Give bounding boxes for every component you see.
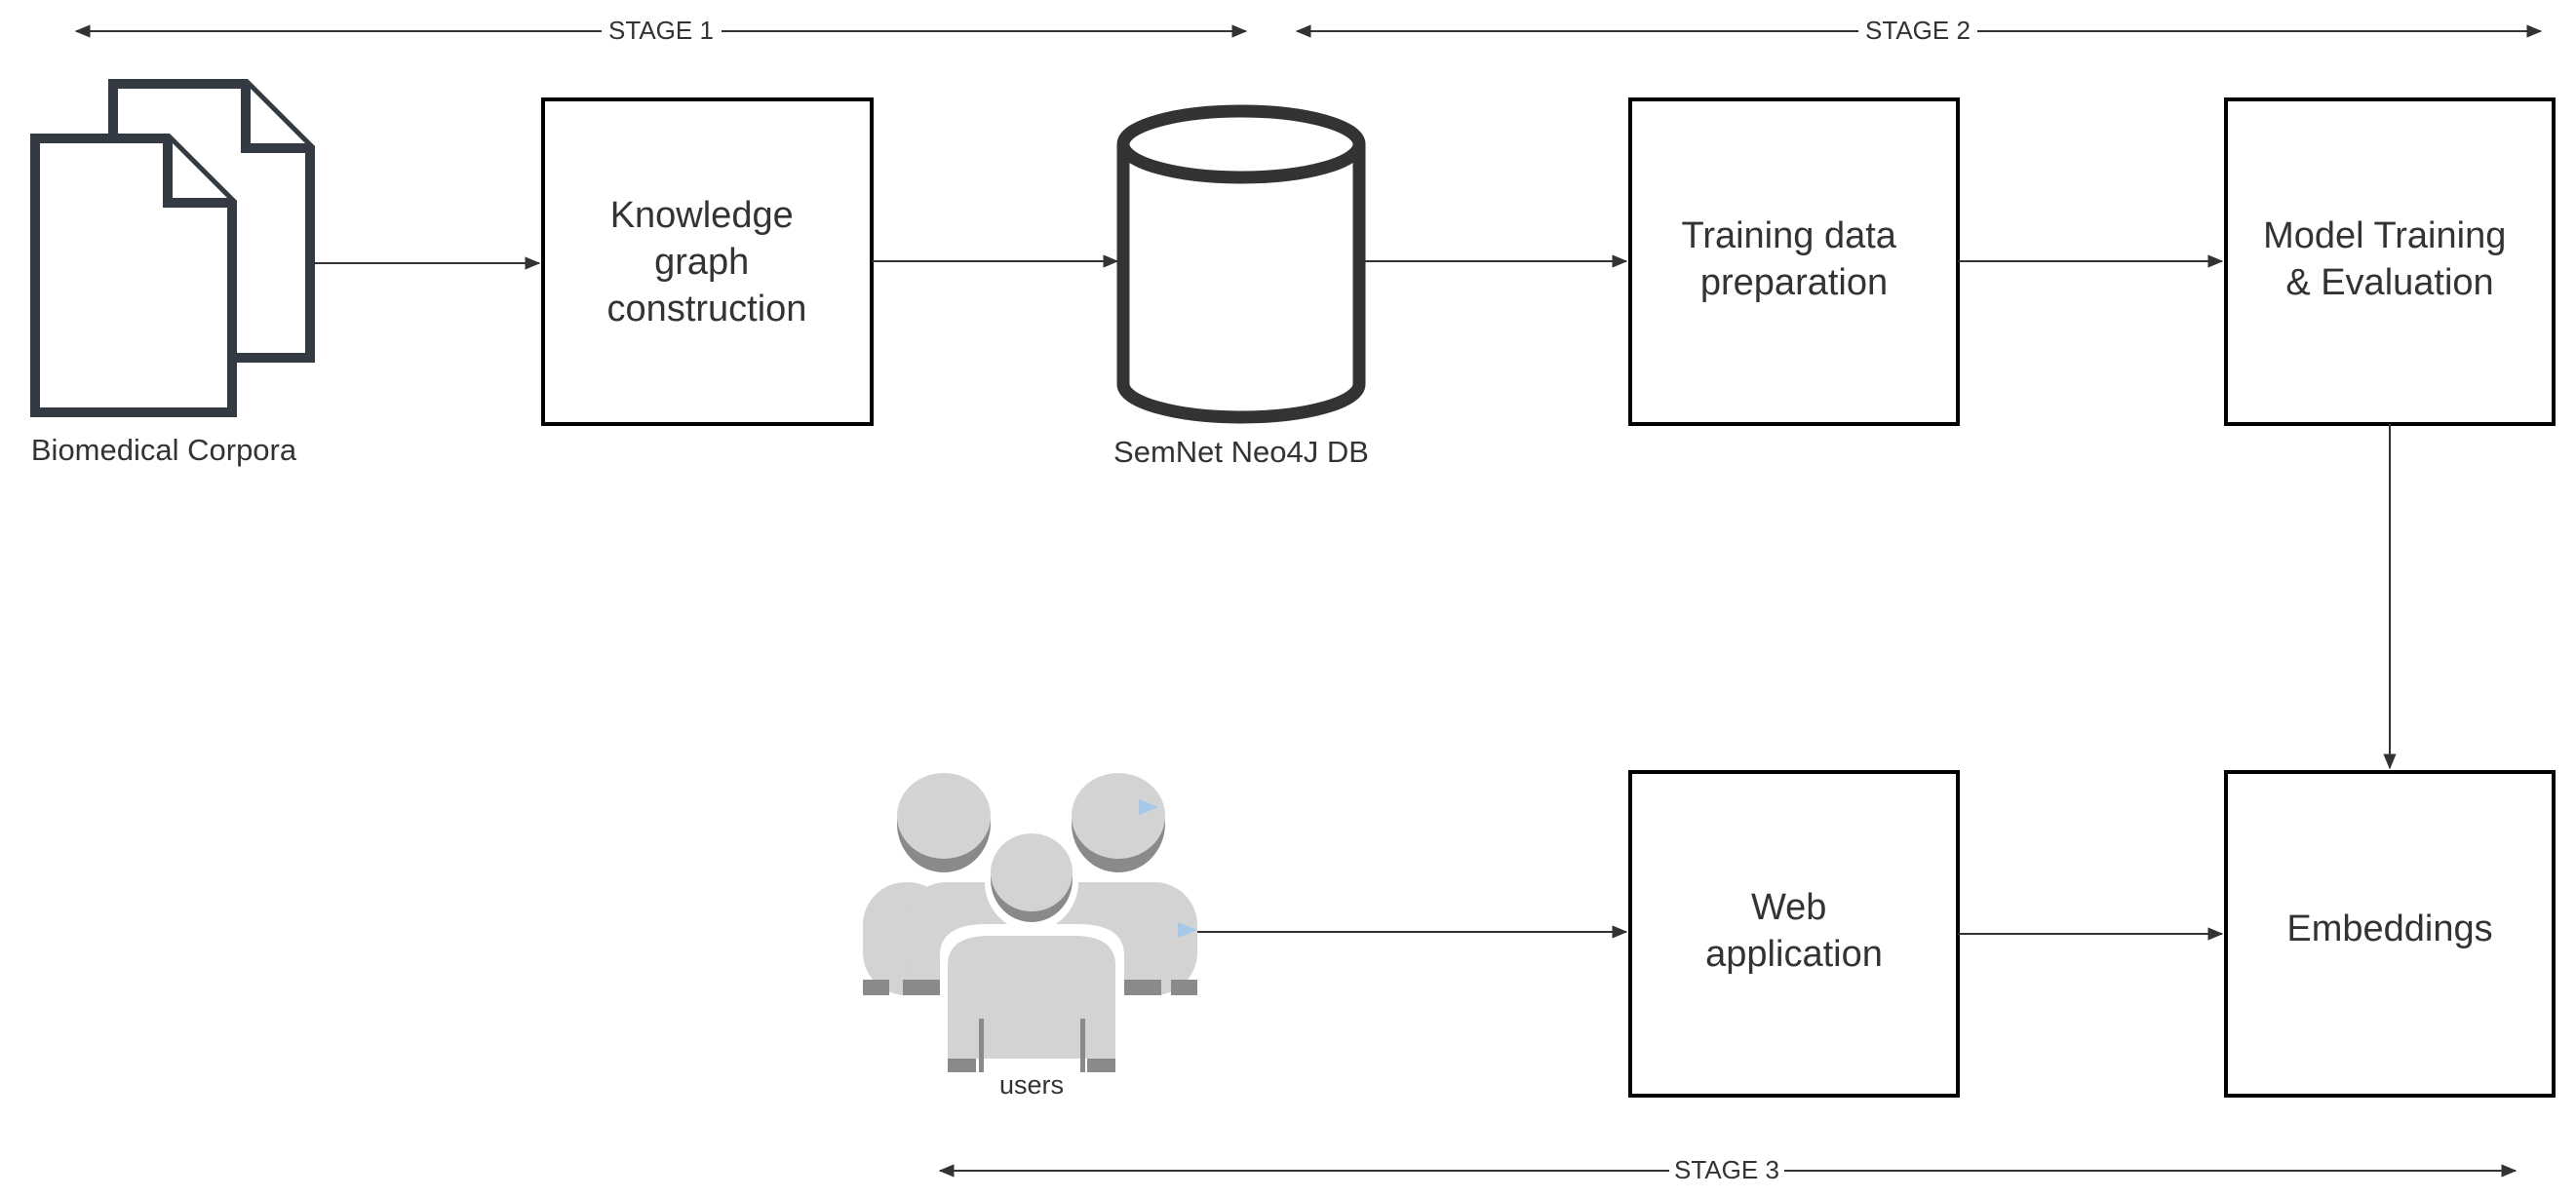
embeddings-text: Embeddings — [2286, 908, 2492, 949]
embeddings-line-1: Embeddings — [2286, 908, 2492, 949]
documents-icon — [30, 79, 315, 417]
model-training-line-1: Model Training — [2263, 215, 2506, 256]
embeddings-box: Embeddings — [2224, 770, 2556, 1098]
knowledge-graph-line-1: Knowledge — [610, 195, 794, 236]
model-training-box: Model Training & Evaluation — [2224, 97, 2556, 426]
knowledge-graph-box: Knowledge graph construction — [541, 97, 874, 426]
web-application-box: Web application — [1628, 770, 1960, 1098]
model-training-text: Model Training & Evaluation — [2263, 215, 2517, 303]
web-application-line-1: Web — [1751, 887, 1826, 928]
users-label: users — [999, 1070, 1064, 1100]
stage-3-label: STAGE 3 — [1674, 1155, 1779, 1184]
training-data-line-2: preparation — [1700, 262, 1888, 303]
database-cylinder-icon — [1116, 104, 1366, 424]
training-data-box: Training data preparation — [1628, 97, 1960, 426]
stage-3-span: STAGE 3 — [938, 1155, 2517, 1184]
users-group-icon — [863, 773, 1197, 1072]
corpora-label: Biomedical Corpora — [31, 433, 297, 467]
training-data-text: Training data preparation — [1682, 215, 1907, 303]
knowledge-graph-line-2: graph — [654, 242, 749, 283]
stage-1-span: STAGE 1 — [74, 16, 1248, 45]
model-training-line-2: & Evaluation — [2285, 262, 2493, 303]
web-application-line-2: application — [1705, 934, 1883, 975]
knowledge-graph-text: Knowledge graph construction — [607, 195, 807, 329]
web-application-text: Web application — [1705, 887, 1883, 975]
training-data-line-1: Training data — [1682, 215, 1897, 256]
user-center — [940, 833, 1124, 1072]
stage-2-label: STAGE 2 — [1865, 16, 1971, 45]
database-label: SemNet Neo4J DB — [1113, 435, 1369, 469]
knowledge-graph-line-3: construction — [607, 289, 807, 329]
connectors — [314, 254, 2397, 941]
stage-1-label: STAGE 1 — [608, 16, 714, 45]
stage-2-span: STAGE 2 — [1295, 16, 2543, 45]
